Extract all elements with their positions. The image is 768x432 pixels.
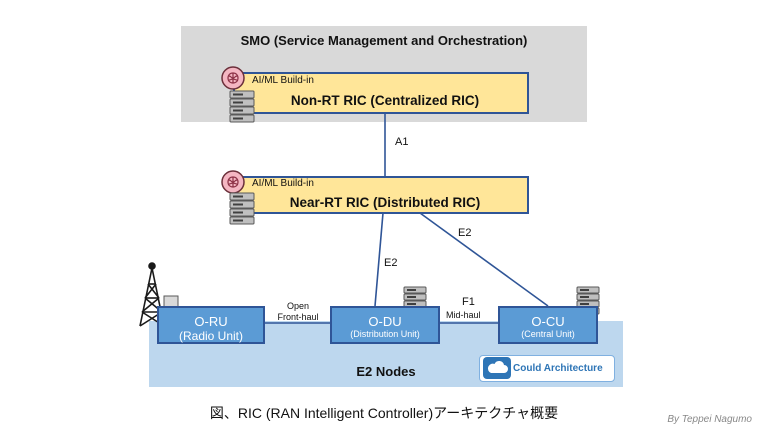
near-rt-ai-label: AI/ML Build-in [252,178,314,189]
e2-cu-label: E2 [458,227,472,239]
non-rt-ai-label: AI/ML Build-in [252,75,314,86]
server-icon [229,90,255,123]
o-ru-node: O-RU (Radio Unit) [157,306,265,344]
o-cu-node: O-CU (Central Unit) [498,306,598,344]
e2-nodes-title: E2 Nodes [356,364,416,379]
near-rt-ric-title: Near-RT RIC (Distributed RIC) [289,195,481,210]
o-du-sub: (Distribution Unit) [350,329,420,339]
server-icon [229,192,255,225]
a1-label: A1 [395,136,409,148]
cloud-icon [483,357,511,379]
e2-du-label: E2 [384,257,398,269]
author-byline: By Teppei Nagumo [667,414,752,425]
figure-caption: 図、RIC (RAN Intelligent Controller)アーキテクチ… [209,405,559,421]
o-ru-sub: (Radio Unit) [178,329,244,343]
cloud-architecture-label: Could Architecture [513,363,603,374]
o-du-name: O-DU [368,314,402,329]
brain-icon [221,66,245,90]
o-cu-name: O-CU [531,314,565,329]
o-du-node: O-DU (Distribution Unit) [330,306,440,344]
brain-icon [221,170,245,194]
non-rt-ric-box [233,72,529,114]
e2-du-link [374,212,384,307]
smo-title: SMO (Service Management and Orchestratio… [240,33,528,48]
o-cu-sub: (Central Unit) [521,329,575,339]
fronthaul-label: Open Front-haul [277,301,319,322]
o-ru-name: O-RU [194,314,228,329]
non-rt-ric-title: Non-RT RIC (Centralized RIC) [290,93,480,108]
f1-label: F1 [462,296,475,308]
midhaul-label: Mid-haul [446,310,481,320]
e2-cu-link [419,212,549,307]
near-rt-ric-box [233,176,529,214]
